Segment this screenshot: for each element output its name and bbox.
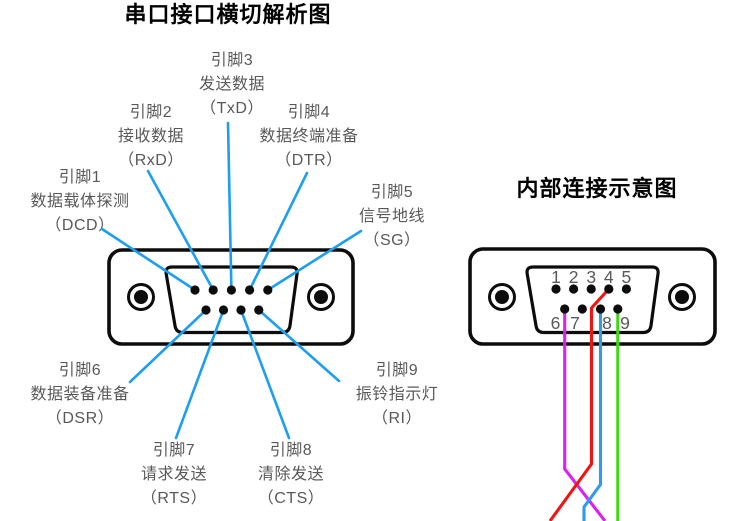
right-pin-8 (595, 304, 606, 314)
pin1-callout-line (100, 227, 197, 292)
pin5-callout-line (266, 229, 363, 292)
right-pin-number-1: 1 (551, 267, 561, 287)
left-screw-hole-left-core (134, 290, 148, 304)
pin8-name: 引脚8 (269, 442, 313, 459)
pin8-label: 引脚8 清除发送 （CTS） (216, 439, 366, 511)
pin1-name: 引脚1 (58, 169, 102, 186)
right-pin-5 (621, 284, 632, 294)
pin3-label: 引脚3 发送数据 （TxD） (157, 49, 307, 121)
right-pin-4 (604, 284, 614, 294)
pin7-abbr: （RTS） (140, 490, 208, 507)
pin7-callout-line (174, 308, 225, 440)
right-pin-6 (560, 304, 570, 314)
pin9-abbr: （RI） (371, 410, 422, 427)
pin8-abbr: （CTS） (257, 490, 325, 507)
pin6-label: 引脚6 数据装备准备 （DSR） (5, 359, 155, 431)
left-diagram-title: 串口接口横切解析图 (124, 2, 332, 27)
pin6-desc: 数据装备准备 (30, 386, 130, 403)
pin3-name: 引脚3 (210, 52, 254, 69)
right-pin-7 (577, 304, 587, 314)
pin9-callout-line (257, 308, 341, 383)
left-pin-9 (254, 305, 264, 315)
left-pin-3 (226, 285, 236, 295)
wire-pin4 (548, 287, 610, 521)
pin4-callout-line (248, 171, 309, 292)
pin9-desc: 振铃指示灯 (355, 386, 439, 403)
connection-wires (548, 287, 620, 521)
right-pin-number-2: 2 (569, 267, 579, 287)
left-pin-8 (236, 305, 246, 315)
pin8-desc: 清除发送 (257, 466, 324, 483)
pin3-callout-line (226, 121, 233, 292)
pin2-callout-line (146, 169, 215, 292)
pin6-abbr: （DSR） (45, 410, 115, 427)
right-pin-number-4: 4 (604, 267, 614, 287)
pin4-name: 引脚4 (287, 104, 331, 121)
left-pins (190, 285, 273, 315)
pin5-desc: 信号地线 (358, 208, 425, 225)
pin4-desc: 数据终端准备 (259, 128, 359, 145)
pin2-abbr: （RxD） (118, 152, 184, 169)
pin5-name: 引脚5 (370, 184, 414, 201)
pin7-name: 引脚7 (152, 442, 196, 459)
pin9-name: 引脚9 (375, 362, 419, 379)
left-pin-2 (208, 285, 218, 295)
left-pin-7 (218, 305, 229, 315)
pin5-label: 引脚5 信号地线 （SG） (317, 181, 467, 253)
pin-callout-lines (100, 121, 363, 440)
right-pin-1 (551, 284, 561, 294)
left-screw-hole-right-core (314, 290, 328, 304)
right-pin-number-7: 7 (570, 313, 580, 333)
pin1-label: 引脚1 数据载体探测 （DCD） (5, 166, 155, 238)
pin1-desc: 数据载体探测 (30, 193, 130, 210)
right-pin-number-9: 9 (620, 313, 630, 333)
pin3-abbr: （TxD） (200, 100, 264, 117)
wire-pin8 (582, 309, 603, 521)
right-pins (551, 284, 632, 314)
right-pin-number-6: 6 (551, 313, 561, 333)
right-pin-number-8: 8 (602, 313, 612, 333)
pin5-abbr: （SG） (363, 232, 421, 249)
pin4-abbr: （DTR） (275, 152, 343, 169)
pin8-callout-line (239, 308, 291, 440)
left-pin-6 (201, 305, 211, 315)
pin7-desc: 请求发送 (140, 466, 207, 483)
pin6-callout-line (128, 308, 208, 384)
right-pin-2 (569, 284, 579, 294)
right-pin-numbers: 1 2 3 4 5 6 7 8 9 (551, 267, 632, 333)
pin2-name: 引脚2 (129, 104, 173, 121)
right-screw-hole-right-core (675, 290, 689, 304)
pin3-desc: 发送数据 (198, 76, 265, 93)
pin6-name: 引脚6 (58, 362, 102, 379)
pin2-desc: 接收数据 (117, 128, 184, 145)
pin1-abbr: （DCD） (45, 217, 115, 234)
left-pin-1 (190, 285, 200, 295)
right-connector (468, 247, 717, 346)
left-pin-5 (263, 285, 273, 295)
pin4-label: 引脚4 数据终端准备 （DTR） (234, 101, 384, 173)
right-diagram-title: 内部连接示意图 (516, 176, 678, 201)
right-pin-number-3: 3 (586, 267, 596, 287)
right-dsub-face (525, 265, 660, 335)
right-screw-hole-left-core (495, 290, 509, 304)
right-pin-9 (613, 304, 623, 314)
right-pin-number-5: 5 (622, 267, 632, 287)
wire-pin6 (563, 309, 607, 521)
right-pin-3 (586, 284, 596, 294)
pin9-label: 引脚9 振铃指示灯 （RI） (322, 359, 472, 431)
pin7-label: 引脚7 请求发送 （RTS） (99, 439, 249, 511)
left-pin-4 (245, 285, 255, 295)
pin2-label: 引脚2 接收数据 （RxD） (76, 101, 226, 173)
